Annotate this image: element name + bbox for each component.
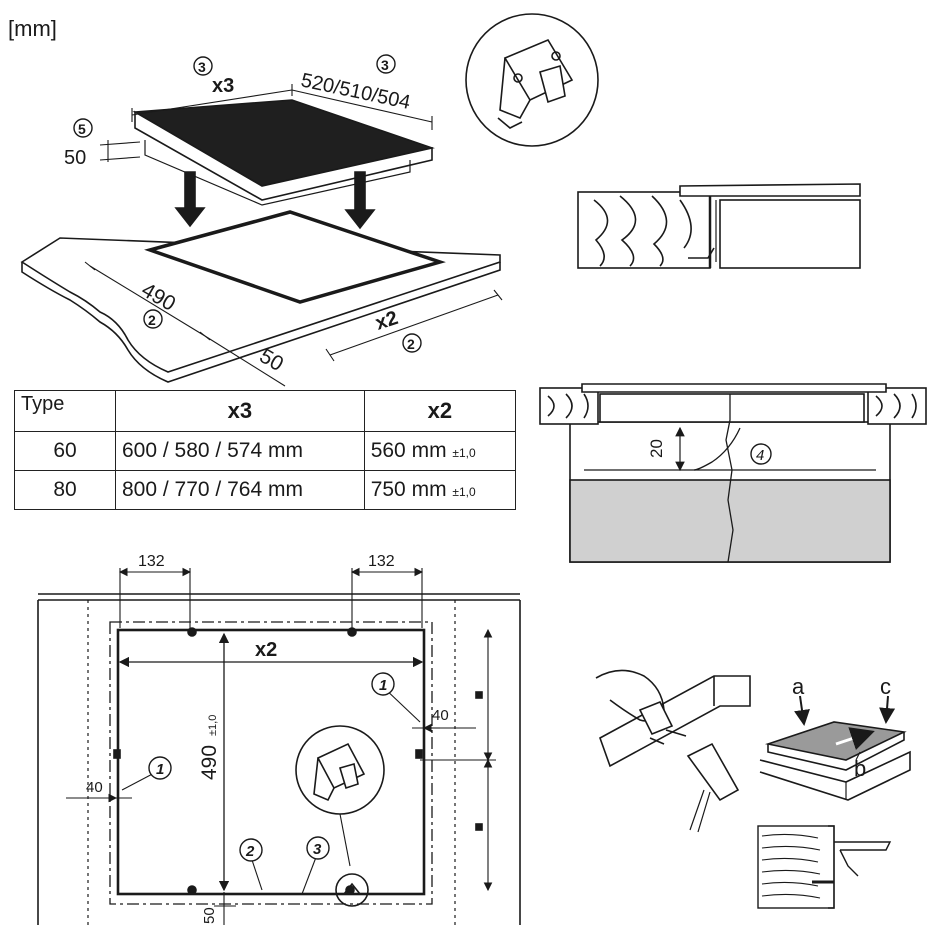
install-label-a: a bbox=[792, 674, 805, 699]
table-header-x2: x2 bbox=[363, 390, 517, 432]
table-header-row: Type x3 x2 bbox=[14, 390, 517, 432]
front-section-view bbox=[539, 383, 927, 563]
callout-4: 4 bbox=[756, 447, 764, 464]
table-cell-x2: 750 mm ±1,0 bbox=[363, 470, 517, 510]
callout-2b: 2 bbox=[407, 336, 415, 352]
install-label-b: b bbox=[854, 756, 866, 781]
table-cell-x2-tolerance: ±1,0 bbox=[452, 485, 476, 499]
install-clip-detail bbox=[757, 825, 892, 909]
dim-bracket-132-right: 132 bbox=[368, 553, 395, 570]
dim-side-gap-right: 40 bbox=[432, 707, 449, 724]
dim-edge-distance: 50 bbox=[256, 344, 288, 376]
dim-clearance-20: 20 bbox=[647, 439, 666, 458]
dim-depth-options: 520/510/504 bbox=[299, 69, 412, 114]
callout-1-left: 1 bbox=[156, 761, 164, 778]
dim-plan-490-tolerance: ±1,0 bbox=[207, 715, 219, 736]
install-step-labels: a c b bbox=[792, 674, 891, 781]
side-section-view bbox=[577, 183, 861, 269]
table-cell-x3: 800 / 770 / 764 mm bbox=[115, 470, 365, 510]
callout-3a: 3 bbox=[198, 59, 206, 75]
table-cell-x2-tolerance: ±1,0 bbox=[452, 446, 476, 460]
table-cell-x2-value: 560 mm bbox=[370, 439, 447, 462]
table-header-type: Type bbox=[14, 390, 116, 432]
dim-side-gap-left: 40 bbox=[86, 779, 103, 796]
dim-plan-x2: x2 bbox=[255, 639, 277, 661]
dimension-table: Type x3 x2 60 600 / 580 / 574 mm 560 mm … bbox=[14, 390, 517, 510]
install-label-c: c bbox=[880, 674, 891, 699]
callout-2-plan: 2 bbox=[245, 843, 255, 860]
table-header-x3: x3 bbox=[115, 390, 365, 432]
install-hob-drop bbox=[759, 695, 911, 801]
table-cell-x3: 600 / 580 / 574 mm bbox=[115, 431, 365, 471]
table-cell-type: 60 bbox=[14, 431, 116, 471]
plan-view bbox=[37, 567, 521, 925]
dim-bottom-50: 50 bbox=[201, 907, 218, 924]
plan-view-labels: 132 132 x2 490 ±1,0 1 40 1 40 2 3 50 bbox=[86, 553, 449, 924]
table-cell-x2-value: 750 mm bbox=[370, 478, 447, 501]
install-hand-bracket bbox=[595, 669, 751, 833]
bracket-detail-circle bbox=[465, 13, 599, 147]
callout-1-right: 1 bbox=[379, 677, 387, 694]
unit-label: [mm] bbox=[8, 16, 57, 41]
dim-plan-490: 490 bbox=[198, 745, 221, 780]
dim-x3-label: x3 bbox=[212, 75, 234, 97]
dim-bracket-132-left: 132 bbox=[138, 553, 165, 570]
callout-5: 5 bbox=[78, 121, 86, 137]
callout-3b: 3 bbox=[381, 57, 389, 73]
table-cell-x2: 560 mm ±1,0 bbox=[363, 431, 517, 471]
front-section-labels: 20 4 bbox=[647, 439, 772, 465]
table-row: 60 600 / 580 / 574 mm 560 mm ±1,0 bbox=[14, 431, 517, 471]
dim-hob-height: 50 bbox=[64, 147, 86, 169]
table-row: 80 800 / 770 / 764 mm 750 mm ±1,0 bbox=[14, 470, 517, 510]
hob-isometric bbox=[20, 84, 503, 387]
callout-3-plan: 3 bbox=[313, 841, 322, 858]
table-cell-type: 80 bbox=[14, 470, 116, 510]
callout-2a: 2 bbox=[148, 312, 156, 328]
